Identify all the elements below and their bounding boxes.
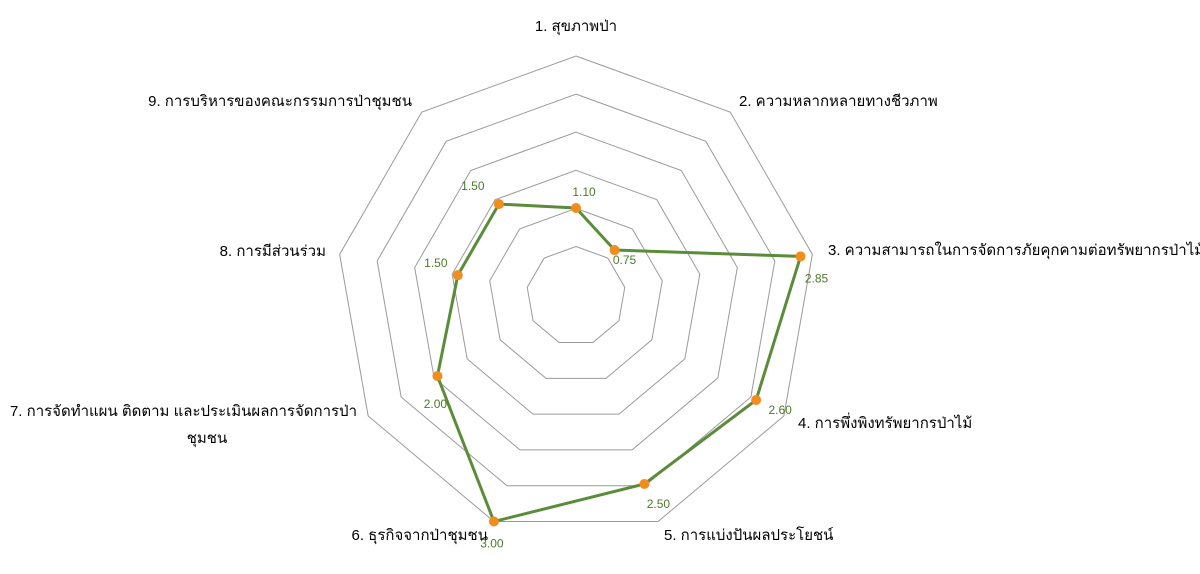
- axis-label-7: 7. การจัดทำแผน ติดตาม และประเมินผลการจัด…: [10, 403, 357, 448]
- data-point-1: [571, 203, 581, 213]
- axis-labels: 1. สุขภาพป่า 2. ความหลากหลายทางชีวภาพ 3.…: [10, 18, 1200, 545]
- data-label-4: 2.60: [768, 403, 792, 417]
- data-label-7: 2.00: [424, 397, 448, 411]
- data-label-2: 0.75: [613, 253, 637, 267]
- data-point-5: [639, 478, 650, 489]
- data-point-4: [751, 395, 762, 405]
- radar-series: 1.10 0.75 2.85 2.60 2.50 3.00 2.00 1.50 1.50: [424, 179, 829, 550]
- axis-label-6: 6. ธุรกิจจากป่าชุมชน: [351, 527, 488, 545]
- axis-label-9: 9. การบริหารของคณะกรรมการป่าชุมชน: [148, 93, 412, 111]
- data-label-3: 2.85: [805, 271, 829, 285]
- data-point-8: [452, 270, 463, 281]
- axis-label-3: 3. ความสามารถในการจัดการภัยคุกคามต่อทรัพ…: [828, 241, 1200, 260]
- data-label-5: 2.50: [647, 497, 671, 511]
- radar-grid: [339, 55, 813, 523]
- axis-label-2: 2. ความหลากหลายทางชีวภาพ: [739, 93, 938, 110]
- grid-ring-5: [376, 93, 776, 487]
- data-point-2: [609, 245, 620, 256]
- axis-label-1: 1. สุขภาพป่า: [535, 18, 617, 36]
- grid-ring-1: [526, 245, 626, 344]
- axis-label-4: 4. การพึ่งพิงทรัพยากรป่าไม้: [798, 412, 972, 432]
- data-point-7: [432, 371, 443, 381]
- series-line: [435, 202, 803, 524]
- data-point-9: [493, 199, 504, 210]
- data-label-9: 1.50: [461, 179, 485, 193]
- axis-label-8: 8. การมีส่วนร่วม: [220, 243, 326, 260]
- grid-ring-3: [451, 169, 701, 415]
- grid-ring-6: [339, 55, 813, 523]
- data-point-3: [795, 251, 806, 262]
- grid-ring-4: [414, 131, 738, 451]
- data-label-6: 3.00: [480, 537, 504, 551]
- grid-ring-2: [489, 207, 663, 379]
- axis-label-5: 5. การแบ่งปันผลประโยชน์: [664, 526, 834, 544]
- data-point-6: [488, 516, 499, 527]
- data-label-1: 1.10: [572, 185, 596, 199]
- data-label-8: 1.50: [424, 256, 448, 270]
